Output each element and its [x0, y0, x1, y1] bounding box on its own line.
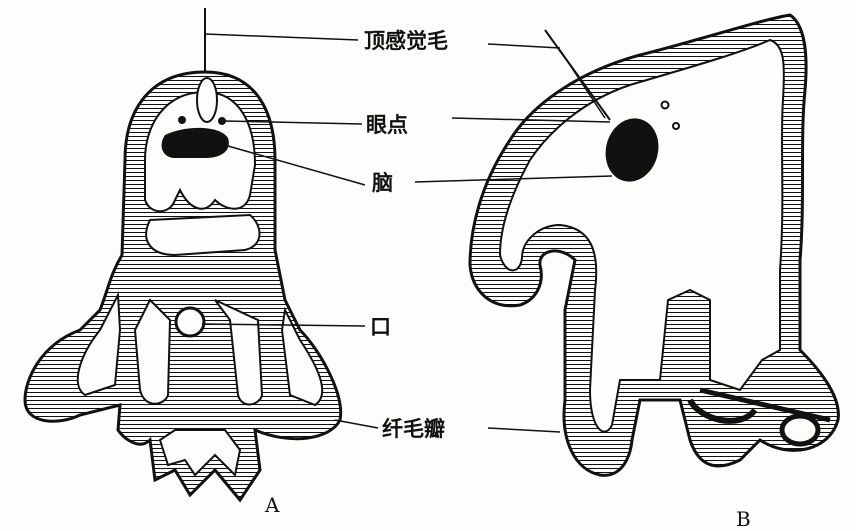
label-mouth: 口 [370, 315, 391, 339]
figure-a-eye-spot-left [178, 116, 186, 124]
label-eye-spot: 眼点 [366, 113, 408, 137]
leader-apical-a [205, 34, 358, 40]
figure-b-eye-spot-1 [662, 102, 669, 109]
figure-b-eye-spot-2 [673, 123, 679, 129]
figure-a-lower-lumen [146, 215, 259, 255]
leader-apical-b [488, 44, 560, 48]
figure-a-mouth [176, 308, 204, 336]
figure-b-larva [470, 15, 838, 475]
figure-b-loop-2 [782, 416, 818, 444]
figure-a-larva [25, 8, 341, 500]
leader-lobe-b [488, 428, 560, 432]
label-apical-sensory-cilia: 顶感觉毛 [364, 29, 448, 53]
label-ciliated-lobe: 纤毛瓣 [382, 417, 445, 441]
subfigure-label-a: A [264, 493, 280, 517]
figure-a-brain [162, 128, 229, 158]
label-brain: 脑 [372, 171, 393, 195]
subfigure-label-b: B [736, 507, 751, 531]
figure-a-apical-organ [197, 78, 217, 122]
leader-lobe-a [335, 420, 378, 428]
